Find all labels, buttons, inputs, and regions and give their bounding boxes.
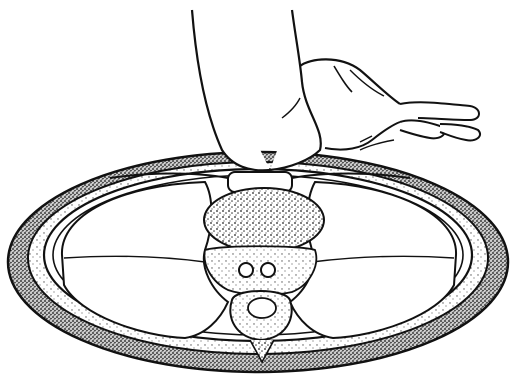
- heart: [204, 188, 324, 252]
- esophagus-vessel: [261, 263, 275, 277]
- aorta-vessel: [239, 263, 253, 277]
- examiner-hand: [192, 10, 480, 170]
